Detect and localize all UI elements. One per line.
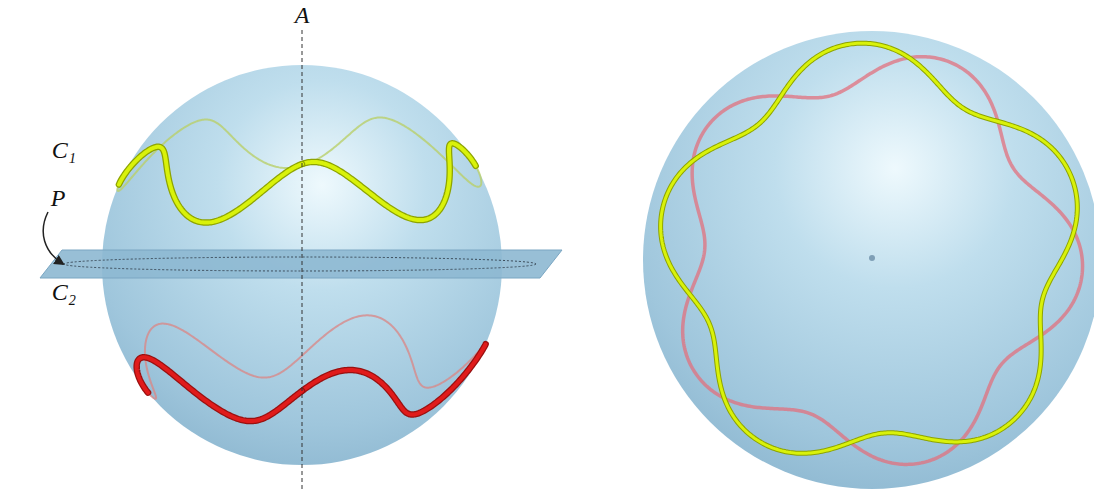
curve-c2-outline (302, 344, 486, 414)
curve-c2-top (683, 57, 1083, 465)
curve-c1 (302, 143, 476, 220)
plane-circle (64, 257, 536, 271)
curve-label: C₁ (52, 138, 76, 162)
curve-label: C₂ (52, 280, 76, 304)
plane (40, 250, 562, 278)
curve-c1-top-outline (661, 43, 1078, 453)
curve-c2-back (145, 315, 486, 398)
curve-c1 (119, 147, 302, 223)
plane-label: P (51, 186, 66, 210)
axis-label: A (295, 3, 310, 27)
curve-c1-outline (302, 143, 476, 220)
center-dot (869, 255, 875, 261)
sphere-top-view (643, 31, 1094, 489)
curve-c1-outline (119, 147, 302, 223)
curve-c2-outline (137, 357, 302, 421)
curve-c2 (137, 357, 302, 421)
leader-arrow (43, 212, 63, 264)
curve-c2 (302, 344, 486, 414)
curve-c1-top (661, 43, 1078, 453)
axis (302, 30, 303, 492)
